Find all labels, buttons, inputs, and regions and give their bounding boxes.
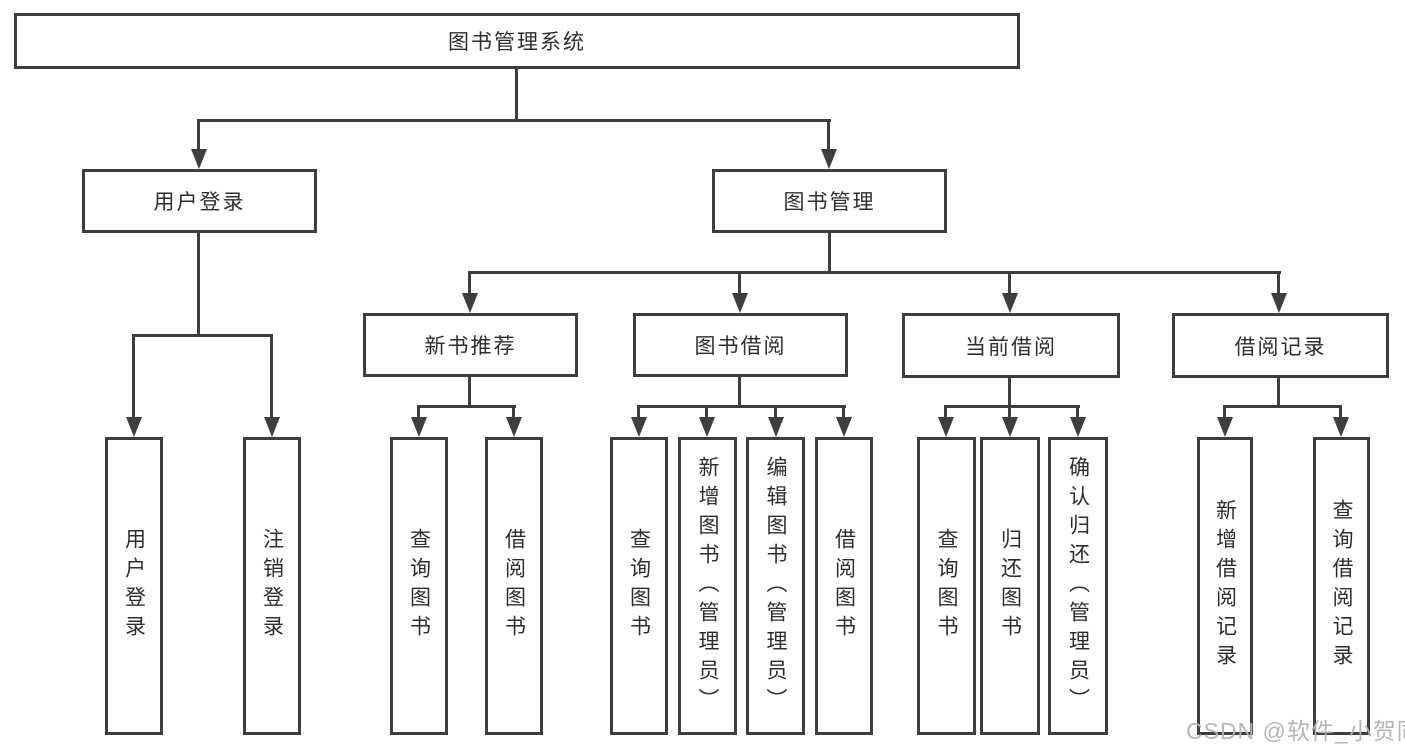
node-book-borrow: 图书借阅 — [633, 313, 848, 377]
connector-arrow-book-mgmt — [827, 119, 830, 149]
connector-arrow — [705, 405, 708, 417]
connector-arrow — [1008, 405, 1011, 417]
connector-arrow — [417, 405, 420, 417]
connector-rail-book-mgmt — [468, 271, 1281, 274]
connector-rail-user-login — [132, 334, 273, 337]
leaf-borrow-books-2: 借阅图书 — [815, 437, 873, 735]
watermark: CSDN @软件_小贺同学 — [1186, 718, 1405, 744]
connector-arrow — [842, 405, 845, 417]
node-book-management: 图书管理 — [712, 169, 947, 233]
connector-arrow-borrow-records — [1277, 271, 1280, 293]
connector-stem-current-borrow — [1008, 375, 1011, 408]
connector-arrow-user-login — [197, 119, 200, 149]
connector-stem-user-login — [197, 232, 200, 336]
connector-rail-book-borrow — [637, 405, 846, 408]
connector-arrow — [1076, 405, 1079, 417]
connector-rail-borrow-records — [1223, 405, 1342, 408]
connector-stem-book-borrow — [738, 375, 741, 408]
connector-arrow-current-borrow — [1008, 271, 1011, 293]
connector-arrow-new-books — [468, 271, 471, 293]
connector-arrow-leaf-logout — [270, 334, 273, 417]
connector-stem-borrow-records — [1277, 375, 1280, 408]
connector-arrow-book-borrow — [738, 271, 741, 293]
connector-rail-current-borrow — [944, 405, 1080, 408]
connector-arrow — [637, 405, 640, 417]
connector-stem-new-books — [468, 375, 471, 408]
leaf-add-book-admin: 新增图书（管理员） — [678, 437, 737, 735]
connector-arrow — [944, 405, 947, 417]
connector-stem-root — [515, 69, 518, 121]
leaf-logout: 注销登录 — [243, 437, 301, 735]
node-current-borrow: 当前借阅 — [902, 313, 1120, 378]
node-user-login: 用户登录 — [82, 169, 317, 233]
leaf-borrow-books-1: 借阅图书 — [485, 437, 543, 735]
connector-arrow — [774, 405, 777, 417]
connector-arrow-leaf-login — [132, 334, 135, 417]
leaf-query-books-1: 查询图书 — [390, 437, 448, 735]
connector-arrow — [1223, 405, 1226, 417]
connector-arrow — [512, 405, 515, 417]
connector-arrow — [1339, 405, 1342, 417]
node-new-book-recommend: 新书推荐 — [363, 313, 578, 377]
leaf-query-books-3: 查询图书 — [917, 437, 976, 735]
connector-stem-book-mgmt — [828, 232, 831, 274]
leaf-user-login: 用户登录 — [105, 437, 163, 735]
node-borrow-records: 借阅记录 — [1172, 313, 1389, 378]
leaf-edit-book-admin: 编辑图书（管理员） — [746, 437, 805, 735]
node-root: 图书管理系统 — [14, 13, 1020, 69]
leaf-add-borrow-record: 新增借阅记录 — [1197, 437, 1253, 735]
leaf-query-books-2: 查询图书 — [610, 437, 668, 735]
connector-rail-root — [197, 119, 831, 122]
leaf-query-borrow-record: 查询借阅记录 — [1313, 437, 1370, 735]
leaf-return-book: 归还图书 — [980, 437, 1040, 735]
leaf-confirm-return-admin: 确认归还（管理员） — [1048, 437, 1108, 735]
connector-rail-new-books — [417, 405, 516, 408]
